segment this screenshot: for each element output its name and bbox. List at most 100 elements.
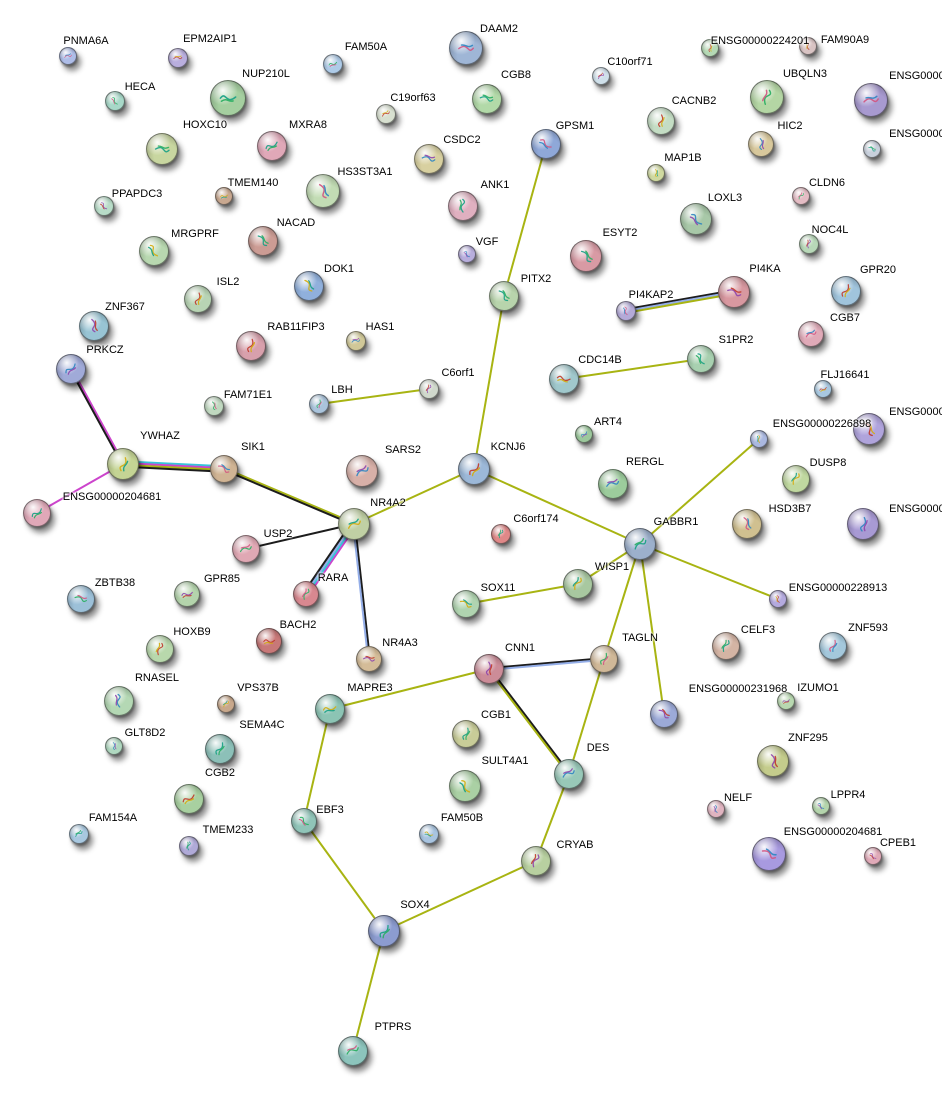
node-des[interactable]: [554, 759, 584, 789]
edge-cryab-sox4[interactable]: [383, 860, 537, 932]
node-hs3st3a1[interactable]: [306, 174, 340, 208]
node-mapre3[interactable]: [315, 694, 345, 724]
node-lbh[interactable]: [309, 394, 329, 414]
node-hoxb9[interactable]: [146, 635, 174, 663]
node-has1[interactable]: [346, 331, 366, 351]
node-cnn1[interactable]: [474, 654, 504, 684]
node-csdc2[interactable]: [414, 144, 444, 174]
node-epm2aip1[interactable]: [168, 48, 188, 68]
edge-cnn1-tagln[interactable]: [488, 657, 605, 671]
node-ubqln3[interactable]: [750, 80, 784, 114]
node-pi4kap2[interactable]: [616, 301, 636, 321]
edge-cnn1-des[interactable]: [487, 667, 571, 776]
node-sema4c[interactable]: [205, 734, 235, 764]
node-ebf3[interactable]: [291, 808, 317, 834]
node-ensg226898[interactable]: [750, 430, 768, 448]
node-rab11fip3[interactable]: [236, 331, 266, 361]
node-cpeb1[interactable]: [864, 847, 882, 865]
node-s1pr2[interactable]: [687, 345, 715, 373]
edge-pitx2-kcnj6[interactable]: [473, 295, 505, 470]
node-map1b[interactable]: [647, 164, 665, 182]
node-pnma6a[interactable]: [59, 47, 77, 65]
node-cgb8[interactable]: [472, 84, 502, 114]
node-dusp8[interactable]: [782, 465, 810, 493]
node-sars2[interactable]: [346, 455, 378, 487]
edge-kcnj6-gabbr1[interactable]: [473, 468, 641, 545]
node-ensg_tr2[interactable]: [863, 140, 881, 158]
node-izumo1[interactable]: [777, 692, 795, 710]
node-rergl[interactable]: [598, 469, 628, 499]
node-vps37b[interactable]: [217, 695, 235, 713]
edge-gabbr1-ensg226898[interactable]: [639, 438, 760, 545]
edge-prkcz-ywhaz[interactable]: [69, 368, 125, 465]
node-cacnb2[interactable]: [647, 107, 675, 135]
node-esyt2[interactable]: [570, 240, 602, 272]
edge-ebf3-sox4[interactable]: [303, 820, 385, 932]
node-sult4a1[interactable]: [449, 770, 481, 802]
node-gpr20[interactable]: [831, 276, 861, 306]
node-ywhaz[interactable]: [107, 448, 139, 480]
edge-sik1-nr4a2[interactable]: [223, 467, 355, 526]
node-nr4a3[interactable]: [356, 646, 382, 672]
node-znf367[interactable]: [79, 311, 109, 341]
edge-ywhaz-sik1[interactable]: [122, 460, 225, 473]
node-ptprs[interactable]: [338, 1036, 368, 1066]
node-nup210l[interactable]: [210, 80, 246, 116]
node-cgb2[interactable]: [174, 784, 204, 814]
node-prkcz[interactable]: [56, 354, 86, 384]
node-sik1[interactable]: [210, 455, 238, 483]
node-tmem233[interactable]: [179, 836, 199, 856]
node-gabbr1[interactable]: [624, 528, 656, 560]
node-pi4ka[interactable]: [718, 276, 750, 308]
edge-kcnj6-nr4a2[interactable]: [353, 468, 475, 525]
node-cgb7[interactable]: [798, 321, 824, 347]
edge-pi4kap2-pi4ka[interactable]: [625, 289, 735, 314]
node-sox4[interactable]: [368, 915, 400, 947]
edge-wisp1-sox11[interactable]: [465, 583, 579, 605]
node-rara[interactable]: [293, 581, 319, 607]
node-pitx2[interactable]: [489, 281, 519, 311]
node-hic2[interactable]: [748, 131, 774, 157]
node-nelf[interactable]: [707, 800, 725, 818]
node-c19orf63[interactable]: [376, 104, 396, 124]
node-tmem140[interactable]: [215, 187, 233, 205]
node-gpsm1[interactable]: [531, 129, 561, 159]
node-cryab[interactable]: [521, 846, 551, 876]
node-ensg_tr1[interactable]: [854, 83, 888, 117]
node-usp2[interactable]: [232, 535, 260, 563]
node-heca[interactable]: [105, 91, 125, 111]
node-ank1[interactable]: [448, 191, 478, 221]
node-bach2[interactable]: [256, 628, 282, 654]
node-fam71e1[interactable]: [204, 396, 224, 416]
node-c10orf71[interactable]: [592, 67, 610, 85]
node-c6orf174[interactable]: [491, 524, 511, 544]
node-cgb1[interactable]: [452, 720, 480, 748]
node-dok1[interactable]: [294, 271, 324, 301]
node-ensg228913[interactable]: [769, 590, 787, 608]
edge-mapre3-cnn1[interactable]: [329, 668, 490, 710]
node-lppr4[interactable]: [812, 797, 830, 815]
node-ensg_tr3[interactable]: [853, 413, 885, 445]
node-cldn6[interactable]: [792, 187, 810, 205]
node-hsd3b7[interactable]: [732, 509, 762, 539]
node-fam50a[interactable]: [323, 54, 343, 74]
node-ensg204681l[interactable]: [23, 499, 51, 527]
node-sox11[interactable]: [452, 590, 480, 618]
node-fam50b[interactable]: [419, 824, 439, 844]
node-ensg_tr4[interactable]: [847, 508, 879, 540]
node-mrgprf[interactable]: [139, 236, 169, 266]
node-c6orf1[interactable]: [419, 379, 439, 399]
node-mxra8[interactable]: [257, 131, 287, 161]
node-ensg231968[interactable]: [650, 700, 678, 728]
node-nacad[interactable]: [248, 226, 278, 256]
node-hoxc10[interactable]: [146, 133, 178, 165]
edge-nr4a2-nr4a3[interactable]: [352, 523, 371, 660]
edge-sox4-ptprs[interactable]: [352, 930, 385, 1052]
node-gpr85[interactable]: [174, 581, 200, 607]
node-isl2[interactable]: [184, 285, 212, 313]
edge-gabbr1-ensg231968[interactable]: [639, 543, 665, 715]
node-wisp1[interactable]: [563, 569, 593, 599]
node-ensg204681br[interactable]: [752, 837, 786, 871]
edge-gpsm1-pitx2[interactable]: [503, 143, 547, 297]
edge-c6orf1-lbh[interactable]: [318, 388, 430, 405]
